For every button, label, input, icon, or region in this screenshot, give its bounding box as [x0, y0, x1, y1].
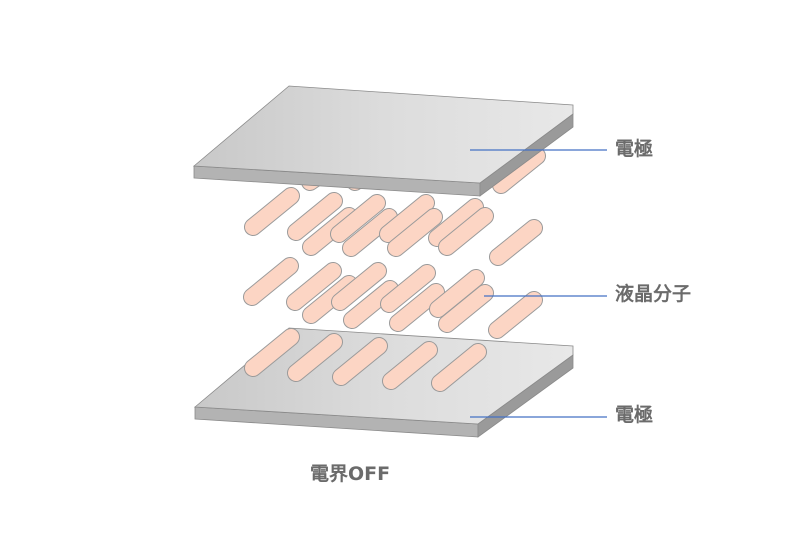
liquid-crystal-molecule — [492, 147, 546, 194]
liquid-crystal-molecule — [331, 262, 387, 311]
liquid-crystal-molecule — [429, 269, 485, 318]
liquid-crystal-molecule — [438, 207, 494, 256]
top-electrode-label: 電極 — [615, 138, 654, 160]
top-electrode-plate — [192, 85, 574, 197]
liquid-crystal-molecule — [330, 194, 386, 243]
liquid-crystal-label: 液晶分子 — [615, 283, 692, 305]
liquid-crystal-molecule — [389, 283, 445, 332]
liquid-crystal-molecule — [489, 219, 543, 266]
liquid-crystal-molecule — [380, 264, 436, 313]
liquid-crystal-molecule — [243, 257, 299, 306]
liquid-crystal-molecule — [332, 337, 388, 386]
liquid-crystal-molecule — [286, 262, 342, 311]
liquid-crystal-molecule — [287, 192, 343, 241]
liquid-crystal-molecule — [342, 208, 398, 257]
liquid-crystal-molecule — [387, 208, 443, 257]
liquid-crystal-molecule — [431, 343, 487, 392]
liquid-crystal-molecule — [244, 328, 300, 377]
liquid-crystal-molecule — [343, 280, 399, 329]
liquid-crystal-molecule — [379, 194, 435, 243]
liquid-crystal-molecule — [488, 291, 543, 339]
liquid-crystal-molecule — [244, 187, 300, 236]
bottom-electrode-label: 電極 — [615, 404, 654, 426]
liquid-crystal-molecule — [428, 198, 484, 247]
field-state-caption: 電界OFF — [310, 463, 391, 485]
liquid-crystal-molecule — [438, 284, 494, 333]
liquid-crystal-molecule — [287, 333, 343, 382]
liquid-crystal-molecule — [382, 341, 438, 390]
